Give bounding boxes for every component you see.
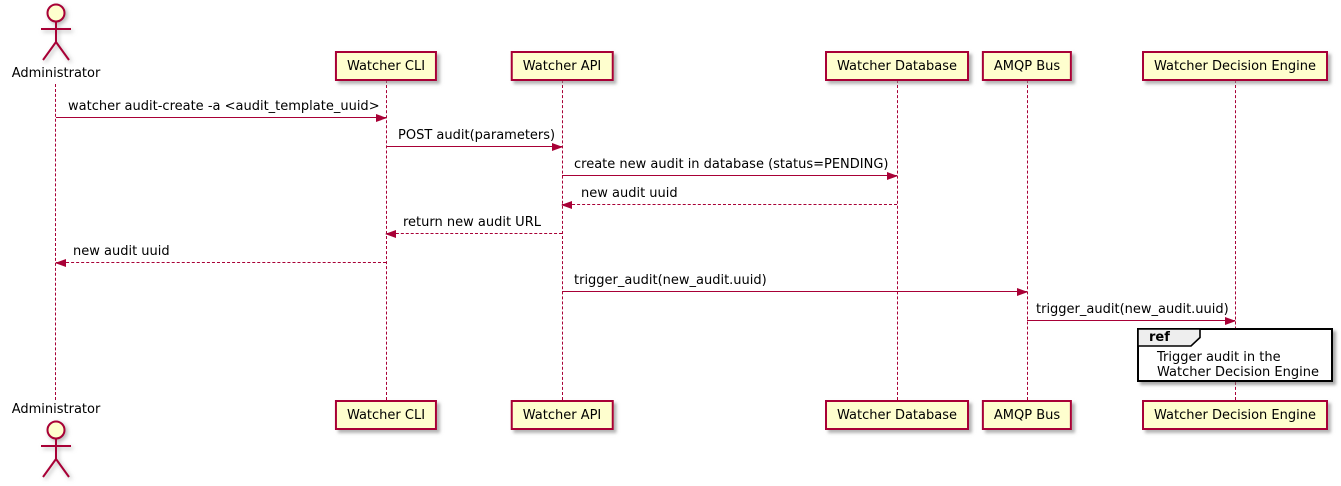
actor-label-bottom: Administrator	[11, 402, 101, 417]
arrowhead-icon	[887, 172, 898, 180]
message-trigger-audit-engine: trigger_audit(new_audit.uuid)	[1027, 301, 1236, 325]
actor-icon	[41, 420, 71, 478]
participant-watcher-decision-engine-top: Watcher Decision Engine	[1142, 51, 1328, 81]
actor-icon	[41, 3, 71, 61]
ref-text-line-2: Watcher Decision Engine	[1157, 365, 1319, 380]
message-new-audit-uuid-return-cli: new audit uuid	[55, 243, 386, 267]
message-trigger-audit-amqp: trigger_audit(new_audit.uuid)	[562, 272, 1028, 296]
participant-watcher-api-top: Watcher API	[510, 51, 614, 81]
participant-watcher-api-bottom: Watcher API	[510, 400, 614, 430]
participant-amqp-bus-bottom: AMQP Bus	[981, 400, 1073, 430]
ref-text-line-1: Trigger audit in the	[1157, 350, 1281, 365]
lifeline-amqp-bus	[1027, 80, 1028, 400]
message-new-audit-uuid-return-db: new audit uuid	[561, 185, 897, 209]
arrowhead-icon	[376, 114, 387, 122]
lifeline-watcher-cli	[386, 80, 387, 400]
ref-keyword: ref	[1149, 330, 1170, 345]
ref-tab-icon	[1137, 328, 1201, 347]
arrowhead-icon	[1225, 317, 1236, 325]
participant-watcher-database-bottom: Watcher Database	[825, 400, 969, 430]
participant-watcher-cli-bottom: Watcher CLI	[334, 400, 438, 430]
participant-amqp-bus-top: AMQP Bus	[981, 51, 1073, 81]
lifeline-watcher-api	[562, 80, 563, 400]
message-audit-create: watcher audit-create -a <audit_template_…	[56, 98, 387, 122]
ref-text: Trigger audit in the Watcher Decision En…	[1157, 350, 1319, 380]
message-create-audit-db: create new audit in database (status=PEN…	[562, 156, 898, 180]
lifeline-administrator	[55, 84, 56, 400]
arrowhead-icon	[561, 201, 572, 209]
message-post-audit: POST audit(parameters)	[386, 127, 563, 151]
actor-label-top: Administrator	[11, 66, 101, 81]
lifeline-watcher-decision-engine	[1235, 80, 1236, 400]
participant-watcher-decision-engine-bottom: Watcher Decision Engine	[1142, 400, 1328, 430]
arrowhead-icon	[552, 143, 563, 151]
message-return-new-audit-url: return new audit URL	[385, 214, 562, 238]
participant-watcher-database-top: Watcher Database	[825, 51, 969, 81]
lifeline-watcher-database	[897, 80, 898, 400]
arrowhead-icon	[1017, 288, 1028, 296]
arrowhead-icon	[55, 259, 66, 267]
participant-watcher-cli-top: Watcher CLI	[334, 51, 438, 81]
arrowhead-icon	[385, 230, 396, 238]
ref-fragment: ref Trigger audit in the Watcher Decisio…	[1137, 328, 1333, 382]
